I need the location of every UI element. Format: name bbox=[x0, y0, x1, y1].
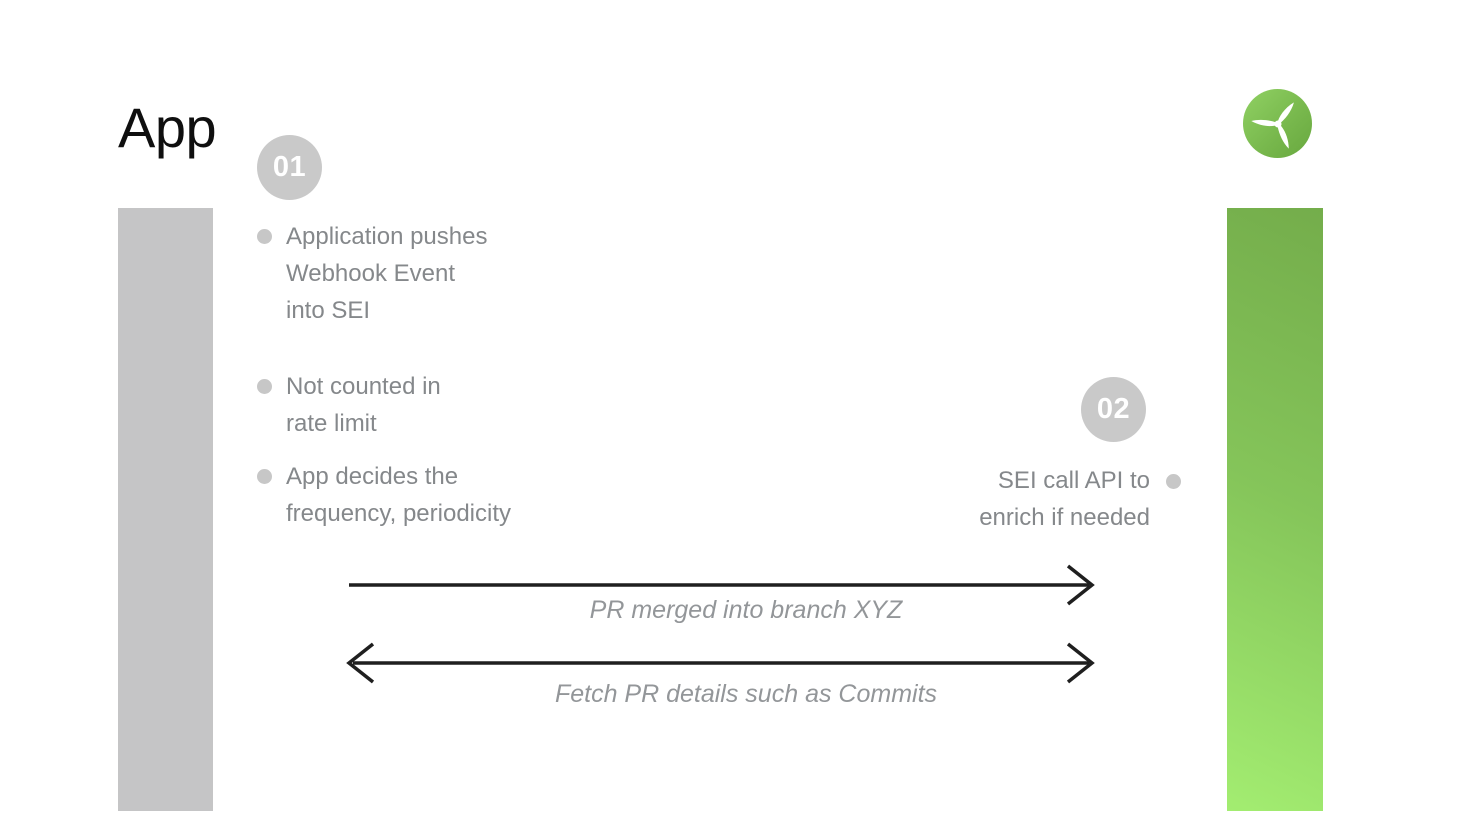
propeller-icon bbox=[1250, 101, 1294, 149]
step-number: 02 bbox=[1096, 393, 1131, 425]
list-item: Not counted in rate limit bbox=[257, 368, 511, 442]
arrow-both-right-head bbox=[1066, 642, 1095, 684]
list-item: Application pushes Webhook Event into SE… bbox=[257, 218, 511, 329]
note-text: SEI call API to enrich if needed bbox=[979, 467, 1150, 531]
bullet-icon bbox=[257, 469, 272, 484]
sei-logo bbox=[1243, 89, 1312, 158]
arrow-both-left-head bbox=[346, 642, 375, 684]
note-text: Not counted in rate limit bbox=[286, 373, 441, 437]
bullet-icon bbox=[257, 379, 272, 394]
list-item: App decides the frequency, periodicity bbox=[257, 458, 511, 532]
bullet-icon bbox=[1166, 474, 1181, 489]
bullet-icon bbox=[257, 229, 272, 244]
sei-lane-bar bbox=[1227, 208, 1323, 811]
app-lane-title: App bbox=[118, 96, 217, 159]
arrow-label-fetch-pr: Fetch PR details such as Commits bbox=[554, 680, 938, 708]
note-text: Application pushes Webhook Event into SE… bbox=[286, 223, 488, 324]
note-text: App decides the frequency, periodicity bbox=[286, 463, 511, 527]
arrow-label-pr-merged: PR merged into branch XYZ bbox=[589, 596, 903, 624]
step-badge-2: 02 bbox=[1081, 377, 1146, 442]
app-lane-bar bbox=[118, 208, 213, 811]
step-badge-1: 01 bbox=[257, 135, 322, 200]
app-notes-list: Application pushes Webhook Event into SE… bbox=[257, 218, 511, 532]
sei-note: SEI call API to enrich if needed bbox=[979, 462, 1181, 536]
step-number: 01 bbox=[272, 151, 307, 183]
